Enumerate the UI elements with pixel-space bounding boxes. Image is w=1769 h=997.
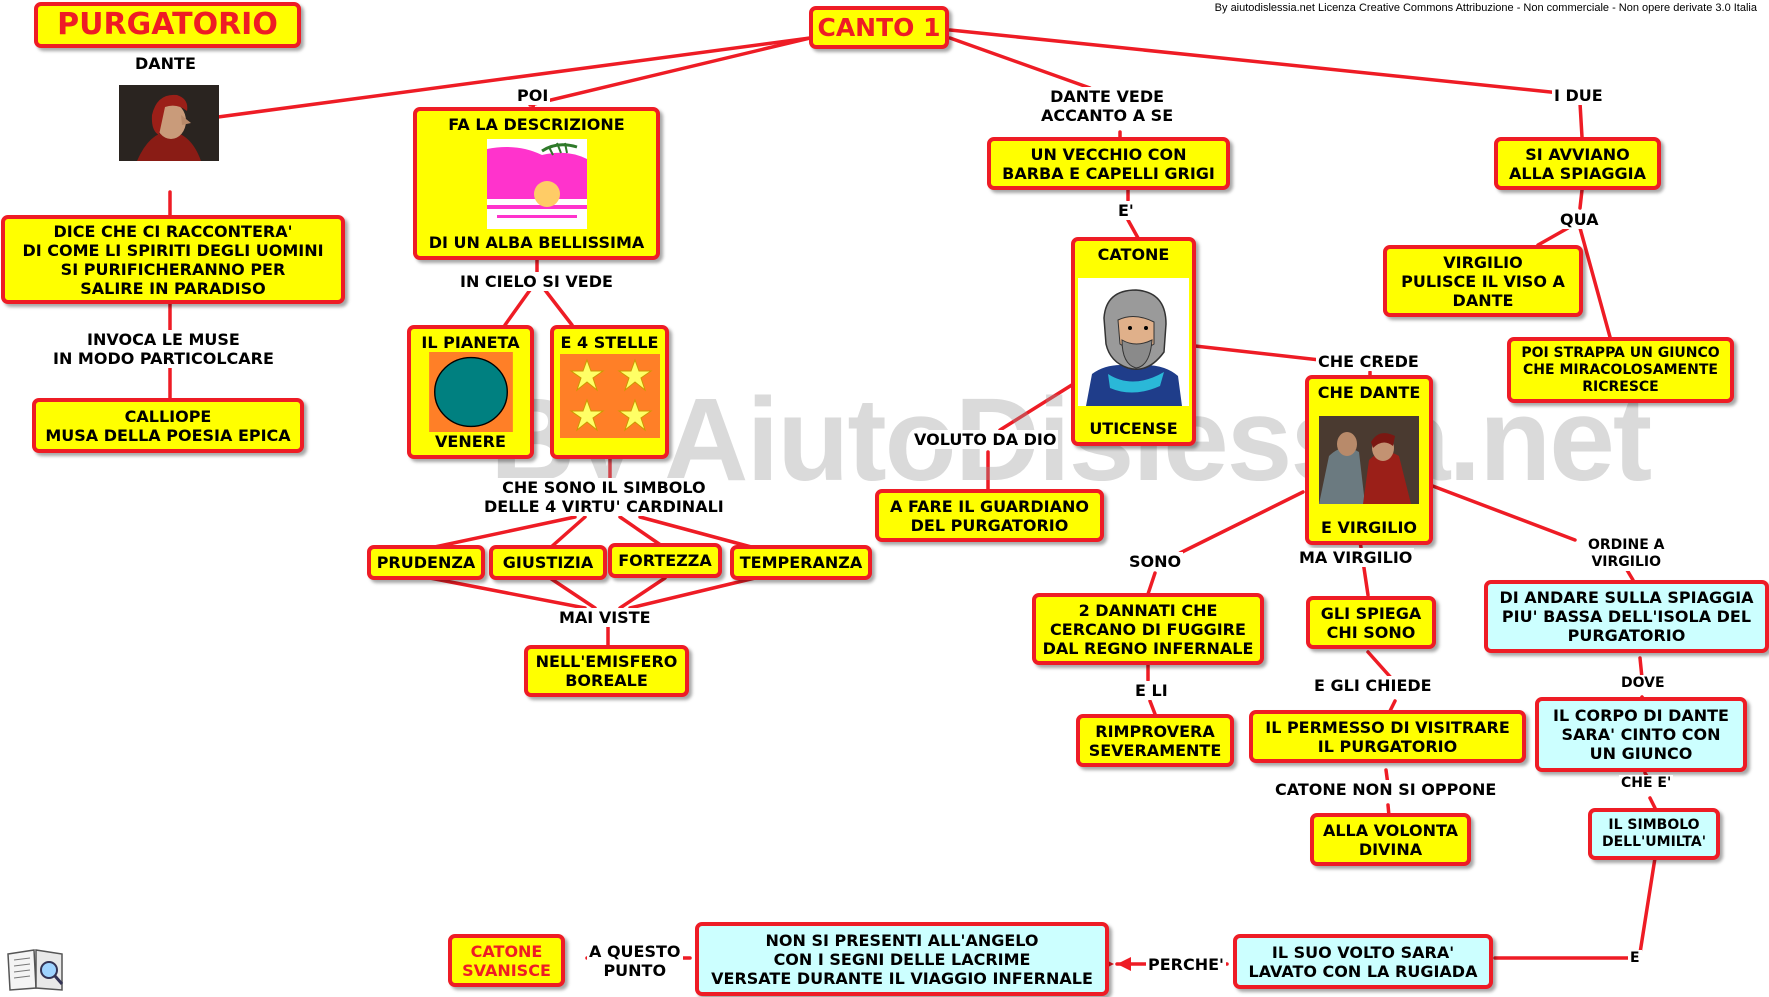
planet-venus-icon: [428, 352, 513, 432]
label-in-cielo: IN CIELO SI VEDE: [458, 272, 615, 291]
node-calliope: CALLIOPE MUSA DELLA POESIA EPICA: [32, 398, 304, 453]
dante-portrait: [119, 85, 219, 161]
node-giustizia: GIUSTIZIA: [489, 545, 607, 580]
node-permesso: IL PERMESSO DI VISITRARE IL PURGATORIO: [1249, 710, 1526, 763]
label-perche: PERCHE': [1146, 955, 1226, 974]
node-dice: DICE CHE CI RACCONTERA' DI COME LI SPIRI…: [1, 215, 345, 304]
node-pianeta: IL PIANETA VENERE: [407, 325, 534, 459]
label-simbolo: CHE SONO IL SIMBOLO DELLE 4 VIRTU' CARDI…: [482, 478, 726, 516]
cato-portrait-icon: [1078, 277, 1189, 406]
label-dante: DANTE: [133, 54, 198, 73]
node-dannati: 2 DANNATI CHE CERCANO DI FUGGIRE DAL REG…: [1032, 593, 1264, 665]
label-che-e: CHE E': [1619, 775, 1674, 792]
catone-bottom-text: UTICENSE: [1089, 419, 1178, 438]
node-umilta: IL SIMBOLO DELL'UMILTA': [1588, 808, 1720, 860]
node-dante-virgilio: CHE DANTE E VIRGILIO: [1305, 375, 1433, 545]
label-qua: QUA: [1558, 210, 1601, 229]
label-e: E: [1628, 950, 1642, 967]
book-logo: [6, 944, 66, 992]
node-pulisce: VIRGILIO PULISCE IL VISO A DANTE: [1383, 245, 1583, 317]
label-invoca: INVOCA LE MUSE IN MODO PARTICOLCARE: [51, 330, 276, 368]
sunrise-icon: [486, 138, 587, 229]
label-e-li: E LI: [1133, 681, 1170, 700]
open-book-icon: [7, 949, 64, 991]
catone-top-text: CATONE: [1097, 245, 1170, 264]
node-corpo: IL CORPO DI DANTE SARA' CINTO CON UN GIU…: [1535, 697, 1747, 772]
pianeta-top-text: IL PIANETA: [421, 333, 520, 352]
node-volto: IL SUO VOLTO SARA' LAVATO CON LA RUGIADA: [1233, 934, 1493, 989]
node-stelle: E 4 STELLE: [550, 325, 669, 459]
license-credit: By aiutodislessia.net Licenza Creative C…: [1214, 2, 1757, 14]
label-che-crede: CHE CREDE: [1316, 352, 1421, 371]
label-dove: DOVE: [1619, 675, 1667, 692]
label-catone-non: CATONE NON SI OPPONE: [1273, 780, 1499, 799]
stelle-top-text: E 4 STELLE: [560, 333, 659, 352]
label-dante-vede: DANTE VEDE ACCANTO A SE: [1039, 87, 1176, 125]
label-sono: SONO: [1127, 552, 1184, 571]
label-voluto: VOLUTO DA DIO: [912, 430, 1059, 449]
dante-virgilio-painting-icon: [1319, 416, 1419, 504]
node-emisfero: NELL'EMISFERO BOREALE: [524, 645, 689, 697]
label-a-questo: A QUESTO PUNTO: [587, 942, 683, 980]
node-canto-1: CANTO 1: [809, 6, 949, 49]
label-mai-viste: MAI VISTE: [557, 608, 653, 627]
alba-bottom-text: DI UN ALBA BELLISSIMA: [428, 233, 645, 252]
node-rimprovera: RIMPROVERA SEVERAMENTE: [1076, 714, 1234, 767]
four-stars-icon: [559, 354, 660, 438]
node-angelo: NON SI PRESENTI ALL'ANGELO CON I SEGNI D…: [695, 922, 1109, 996]
node-spiaggia: DI ANDARE SULLA SPIAGGIA PIU' BASSA DELL…: [1484, 580, 1769, 653]
node-giunco: POI STRAPPA UN GIUNCO CHE MIRACOLOSAMENT…: [1507, 337, 1734, 403]
dante-portrait-icon: [119, 85, 219, 161]
node-fortezza: FORTEZZA: [608, 543, 722, 578]
label-ordine: ORDINE A VIRGILIO: [1586, 537, 1667, 571]
dante-virgilio-bottom-text: E VIRGILIO: [1321, 518, 1417, 537]
label-e-gli-chiede: E GLI CHIEDE: [1312, 676, 1434, 695]
node-spiega: GLI SPIEGA CHI SONO: [1306, 596, 1436, 649]
node-guardiano: A FARE IL GUARDIANO DEL PURGATORIO: [875, 489, 1104, 542]
node-vecchio: UN VECCHIO CON BARBA E CAPELLI GRIGI: [987, 137, 1230, 190]
node-volonta: ALLA VOLONTA DIVINA: [1310, 813, 1471, 866]
node-purgatorio: PURGATORIO: [34, 2, 301, 48]
label-e-apostrofo: E': [1116, 201, 1136, 220]
label-poi: POI: [515, 86, 551, 105]
node-alba: FA LA DESCRIZIONE DI UN ALBA BELLISSIMA: [413, 107, 660, 260]
label-i-due: I DUE: [1552, 86, 1605, 105]
pianeta-bottom-text: VENERE: [435, 432, 506, 451]
node-avviano: SI AVVIANO ALLA SPIAGGIA: [1494, 137, 1661, 190]
label-ma-virgilio: MA VIRGILIO: [1297, 548, 1415, 567]
node-catone: CATONE UTICENSE: [1071, 237, 1196, 446]
node-svanisce: CATONE SVANISCE: [448, 934, 565, 987]
node-temperanza: TEMPERANZA: [730, 545, 872, 580]
dante-virgilio-top-text: CHE DANTE: [1317, 383, 1421, 402]
alba-top-text: FA LA DESCRIZIONE: [448, 115, 625, 134]
node-prudenza: PRUDENZA: [367, 545, 485, 580]
